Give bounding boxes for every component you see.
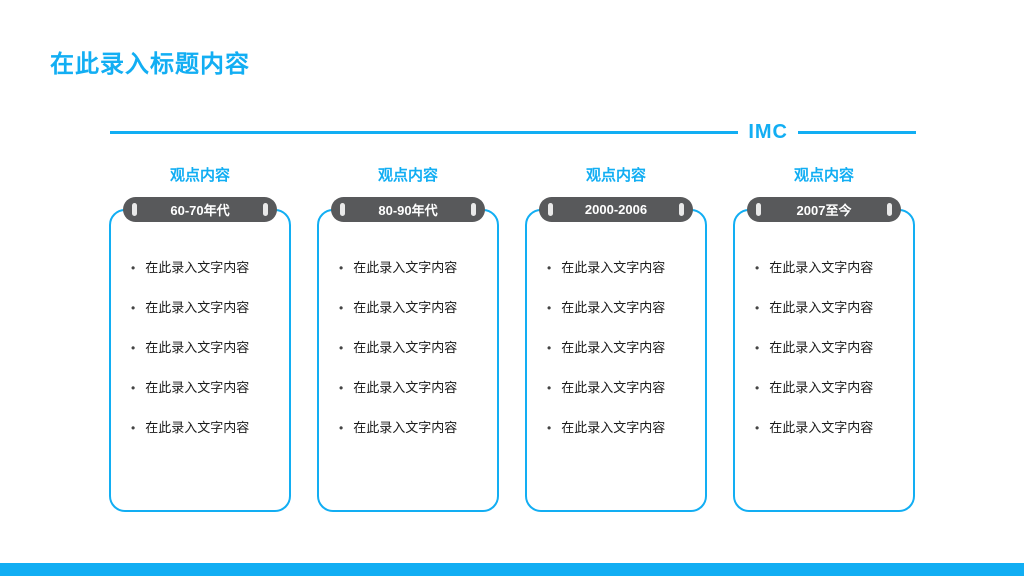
list-item: • 在此录入文字内容 [339, 297, 483, 316]
period-badge: 80-90年代 [331, 197, 485, 222]
column-header: 观点内容 [793, 167, 854, 184]
timeline-column-2: 观点内容 80-90年代 • 在此录入文字内容 • 在此录入文字内容 • 在此录入文字… [317, 164, 499, 512]
bullet-text: 在此录入文字内容 [769, 340, 874, 355]
bullet-text: 在此录入文字内容 [353, 380, 458, 395]
bullet-icon: • [755, 301, 760, 315]
list-item: • 在此录入文字内容 [547, 297, 691, 316]
bullet-icon: • [131, 301, 136, 315]
list-item: • 在此录入文字内容 [755, 417, 899, 436]
bullet-text: 在此录入文字内容 [353, 340, 458, 355]
timeline-column-4: 观点内容 2007至今 • 在此录入文字内容 • 在此录入文字内容 • 在此录入文字内… [733, 164, 915, 512]
bullet-icon: • [755, 421, 760, 435]
bullet-icon: • [755, 261, 760, 275]
column-card-wrap: 2007至今 • 在此录入文字内容 • 在此录入文字内容 • 在此录入文字内容 • 在此… [733, 197, 915, 512]
timeline-columns: 观点内容 60-70年代 • 在此录入文字内容 • 在此录入文字内容 • 在此录入文字… [109, 164, 915, 512]
bullet-icon: • [339, 381, 344, 395]
list-item: • 在此录入文字内容 [755, 257, 899, 276]
content-card: •在此录入文字内容 •在此录入文字内容 •在此录入文字内容 •在此录入文字内容 … [525, 209, 707, 512]
bullet-text: 在此录入文字内容 [561, 420, 666, 435]
list-item: • 在此录入文字内容 [339, 377, 483, 396]
content-card: •在此录入文字内容 •在此录入文字内容 •在此录入文字内容 •在此录入文字内容 … [109, 209, 291, 512]
bullet-text: 在此录入文字内容 [561, 300, 666, 315]
list-item: • 在此录入文字内容 [547, 377, 691, 396]
list-item: • 在此录入文字内容 [131, 337, 275, 356]
bullet-text: 在此录入文字内容 [769, 420, 874, 435]
bullet-icon: • [339, 301, 344, 315]
bullet-icon: • [131, 381, 136, 395]
column-header: 观点内容 [169, 167, 230, 184]
bullet-icon: • [339, 261, 344, 275]
list-item: • 在此录入文字内容 [131, 297, 275, 316]
bullet-icon: • [547, 421, 552, 435]
bullet-icon: • [547, 341, 552, 355]
bullet-text: 在此录入文字内容 [145, 420, 250, 435]
divider-line-right [798, 131, 916, 134]
timeline-column-3: 观点内容 2000-2006 • 在此录入文字内容 • 在此录入文字内容 • 在此录入… [525, 164, 707, 512]
bullet-text: 在此录入文字内容 [353, 420, 458, 435]
bullet-icon: • [547, 261, 552, 275]
column-card-wrap: 60-70年代 • 在此录入文字内容 • 在此录入文字内容 • 在此录入文字内容 • 在… [109, 197, 291, 512]
bullet-text: 在此录入文字内容 [145, 260, 250, 275]
list-item: • 在此录入文字内容 [339, 417, 483, 436]
bullet-icon: • [547, 381, 552, 395]
bullet-text: 在此录入文字内容 [145, 340, 250, 355]
bullet-text: 在此录入文字内容 [145, 380, 250, 395]
bullet-icon: • [131, 341, 136, 355]
page-title: 在此录入标题内容 [50, 51, 250, 78]
bullet-text: 在此录入文字内容 [561, 380, 666, 395]
list-item: • 在此录入文字内容 [547, 417, 691, 436]
list-item: • 在此录入文字内容 [547, 337, 691, 356]
list-item: • 在此录入文字内容 [339, 337, 483, 356]
list-item: • 在此录入文字内容 [339, 257, 483, 276]
bullet-icon: • [547, 301, 552, 315]
list-item: • 在此录入文字内容 [131, 257, 275, 276]
bullet-text: 在此录入文字内容 [353, 300, 458, 315]
bullet-icon: • [755, 381, 760, 395]
title-divider: IMC [110, 121, 916, 144]
bullet-icon: • [339, 421, 344, 435]
column-card-wrap: 80-90年代 • 在此录入文字内容 • 在此录入文字内容 • 在此录入文字内容 • 在… [317, 197, 499, 512]
bullet-text: 在此录入文字内容 [769, 380, 874, 395]
bullet-icon: • [131, 421, 136, 435]
list-item: • 在此录入文字内容 [547, 257, 691, 276]
list-item: • 在此录入文字内容 [755, 337, 899, 356]
column-header: 观点内容 [377, 167, 438, 184]
content-card: •在此录入文字内容 •在此录入文字内容 •在此录入文字内容 •在此录入文字内容 … [733, 209, 915, 512]
bullet-icon: • [339, 341, 344, 355]
bullet-text: 在此录入文字内容 [769, 260, 874, 275]
list-item: • 在此录入文字内容 [755, 297, 899, 316]
bullet-text: 在此录入文字内容 [769, 300, 874, 315]
timeline-column-1: 观点内容 60-70年代 • 在此录入文字内容 • 在此录入文字内容 • 在此录入文字… [109, 164, 291, 512]
period-badge: 2007至今 [747, 197, 901, 222]
bullet-text: 在此录入文字内容 [353, 260, 458, 275]
bullet-icon: • [131, 261, 136, 275]
column-header: 观点内容 [585, 167, 646, 184]
period-badge: 60-70年代 [123, 197, 277, 222]
bullet-text: 在此录入文字内容 [145, 300, 250, 315]
list-item: • 在此录入文字内容 [131, 417, 275, 436]
list-item: • 在此录入文字内容 [755, 377, 899, 396]
divider-line-left [110, 131, 739, 134]
footer-accent-bar [0, 563, 1024, 576]
content-card: •在此录入文字内容 •在此录入文字内容 •在此录入文字内容 •在此录入文字内容 … [317, 209, 499, 512]
bullet-text: 在此录入文字内容 [561, 340, 666, 355]
period-badge: 2000-2006 [539, 197, 693, 222]
imc-label: IMC [748, 121, 788, 143]
column-card-wrap: 2000-2006 •在此录入文字内容 •在此录入文字内容 •在此录入文字内容 … [525, 197, 707, 512]
list-item: • 在此录入文字内容 [131, 377, 275, 396]
bullet-icon: • [755, 341, 760, 355]
bullet-text: 在此录入文字内容 [561, 260, 666, 275]
